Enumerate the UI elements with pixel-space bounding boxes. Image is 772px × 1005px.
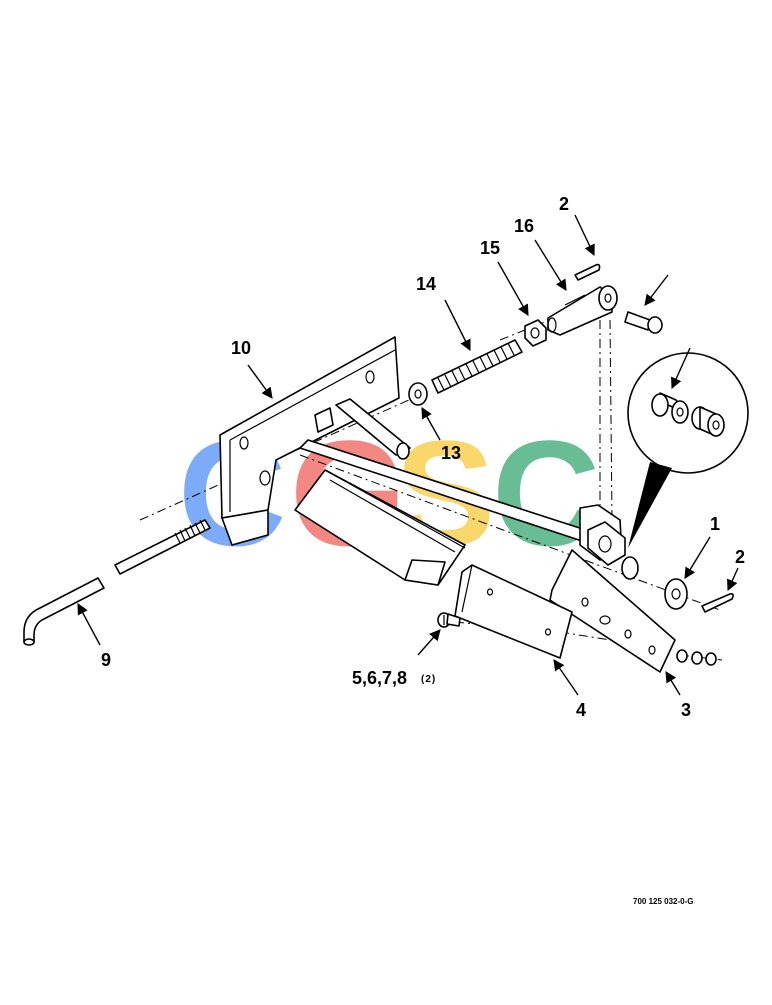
bushing-left — [651, 392, 689, 424]
callout-2-right: 2 — [735, 547, 745, 567]
part-3-arm-plate — [549, 549, 676, 673]
part-5-8-screw — [437, 612, 461, 628]
lock-nuts — [676, 649, 717, 666]
callout-12: 14 — [416, 274, 436, 294]
callout-labels: 10 14 15 16 2 13 1 2 5,6,7,8 (2) 4 3 9 — [101, 194, 745, 720]
callout-4: 4 — [576, 700, 586, 720]
callout-9: 9 — [101, 650, 111, 670]
part-14-clevis — [547, 285, 618, 336]
part-1-washer — [664, 578, 688, 610]
watermark-letter-c2: C — [492, 409, 600, 577]
part-4-strap — [454, 564, 573, 659]
bushing-right — [691, 406, 725, 437]
callout-5-6-7-8: 5,6,7,8 — [352, 668, 407, 688]
callout-2-top: 2 — [559, 194, 569, 214]
callout-10: 10 — [231, 338, 251, 358]
part-12-spring — [431, 339, 523, 394]
callout-13: 15 — [480, 238, 500, 258]
drawing-reference-number: 700 125 032-0-G — [633, 897, 694, 906]
part-11-washer — [408, 382, 428, 406]
pivot-block — [579, 504, 639, 580]
callout-3: 3 — [681, 700, 691, 720]
detail-bushings-16 — [627, 352, 749, 548]
callout-14: 16 — [514, 216, 534, 236]
part-13-nut — [524, 319, 547, 347]
part-2-cotter-pin-top — [574, 263, 601, 281]
channel-guide — [294, 469, 466, 586]
part-9-rod — [23, 519, 211, 646]
part-15-clevis-pin — [624, 311, 663, 334]
callout-1: 1 — [710, 514, 720, 534]
leader-lines — [77, 214, 739, 696]
part-10-bracket — [219, 336, 411, 546]
callout-5-6-7-8-qty: (2) — [421, 674, 436, 685]
part-2-cotter-pin-right — [701, 593, 734, 613]
callout-11: 13 — [441, 443, 461, 463]
